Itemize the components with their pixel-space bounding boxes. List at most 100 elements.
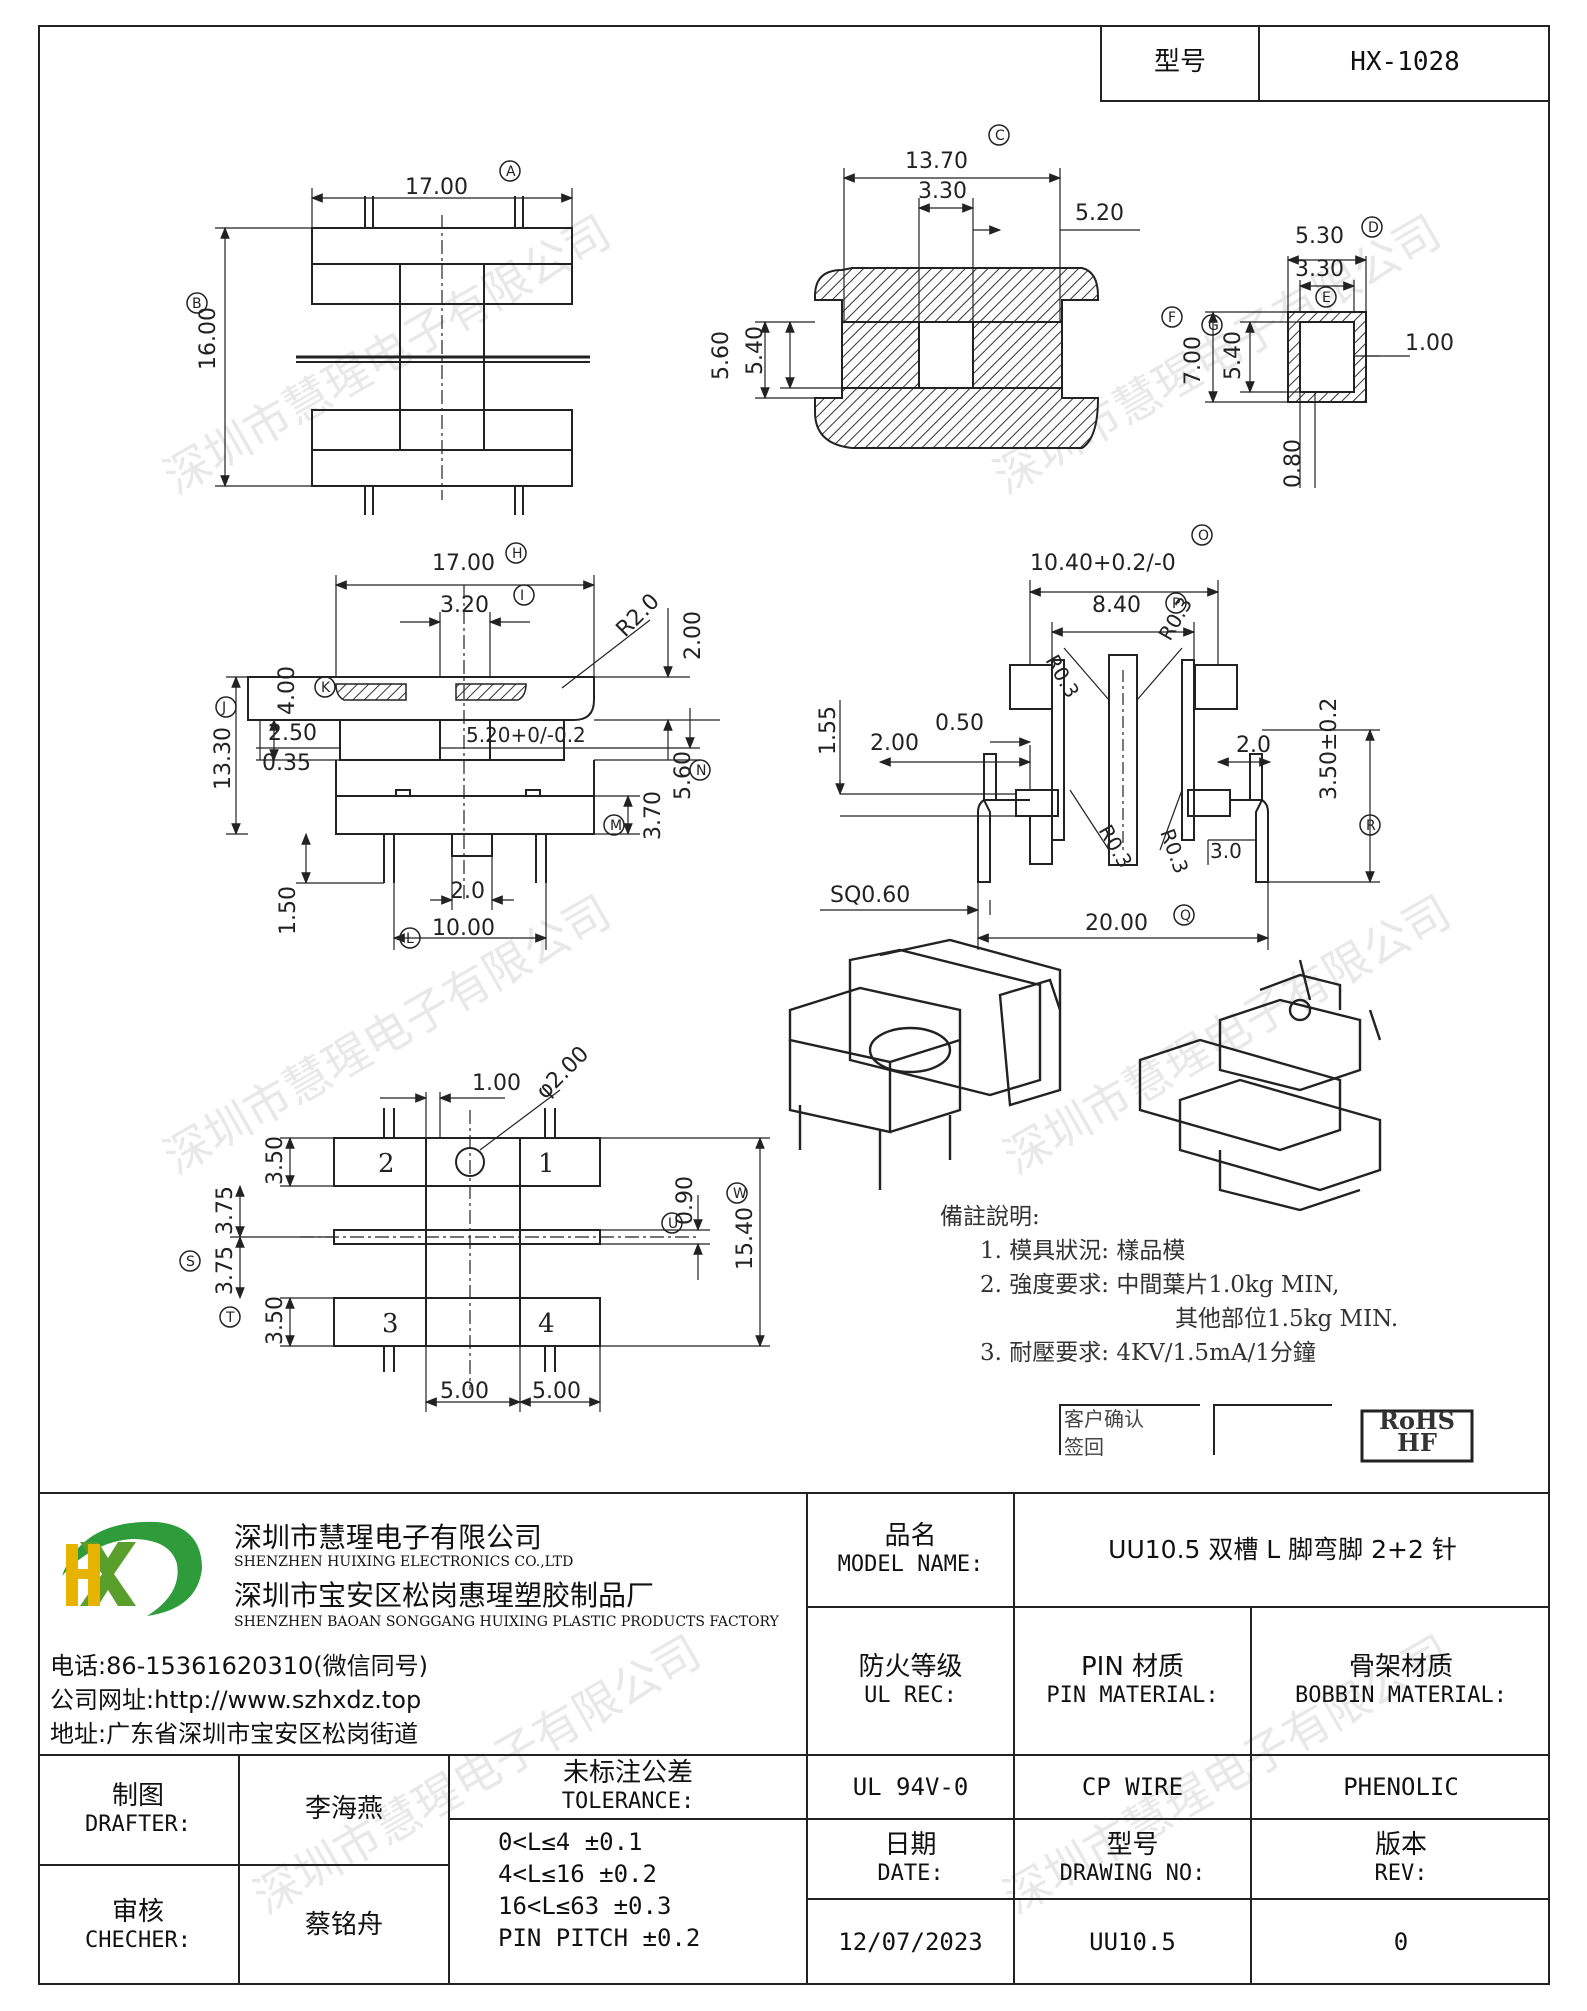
dim-v4-tol: 5.20+0/-0.2 xyxy=(466,723,586,747)
header-type-label: 型号 xyxy=(1153,46,1206,77)
dim-v4-m: 3.70 xyxy=(641,791,666,840)
tag-t: T xyxy=(225,1310,235,1326)
dim-v6-w: 15.40 xyxy=(733,1207,758,1270)
dim-v3-d: 5.30 xyxy=(1295,224,1344,249)
dim-v5-p: 8.40 xyxy=(1092,593,1141,618)
dim-v3-f: 7.00 xyxy=(1181,336,1206,385)
dim-v4-p150: 1.50 xyxy=(276,886,301,935)
note-line-1: 1. 模具狀況: 樣品模 xyxy=(980,1238,1186,1264)
tag-a: A xyxy=(506,164,516,180)
notes-title: 備註說明: xyxy=(940,1204,1040,1230)
model-name-label: 品名 MODEL NAME: xyxy=(837,1521,984,1578)
ul-value: UL 94V-0 xyxy=(852,1772,969,1801)
grid-line xyxy=(1013,1494,1015,1754)
company-website[interactable]: 公司网址:http://www.szhxdz.top xyxy=(50,1686,422,1714)
tolerance-line: PIN PITCH ±0.2 xyxy=(498,1924,701,1952)
isometric-view-1 xyxy=(788,938,1062,1190)
notes-block: 備註說明: 1. 模具狀況: 樣品模 2. 強度要求: 中間葉片1.0kg MI… xyxy=(940,1200,1500,1370)
dim-v4-r: R2.0 xyxy=(612,589,665,642)
dim-v2-d1: 3.30 xyxy=(918,179,967,204)
dim-v4-d250: 2.50 xyxy=(268,721,317,746)
tag-j: J xyxy=(221,700,226,716)
tolerance-list: 0<L≤4 ±0.1 4<L≤16 ±0.2 16<L≤63 ±0.3 PIN … xyxy=(498,1826,798,1954)
dim-v5-w30: 3.0 xyxy=(1210,839,1242,863)
note-line-2b: 其他部位1.5kg MIN. xyxy=(1175,1306,1399,1332)
dim-v3-t: 1.00 xyxy=(1405,331,1454,356)
checker-value: 蔡铭舟 xyxy=(304,1909,383,1940)
bobbin-material-value: PHENOLIC xyxy=(1343,1772,1459,1801)
tag-w: W xyxy=(733,1186,747,1202)
date-label: 日期 DATE: xyxy=(877,1830,944,1887)
dim-v5-w20: 2.0 xyxy=(1236,733,1271,758)
tag-k: K xyxy=(321,680,331,696)
tag-q: Q xyxy=(1180,908,1191,924)
dim-v1-b: 16.00 xyxy=(196,307,221,370)
tag-s: S xyxy=(186,1254,195,1270)
dim-v2-h1: 5.60 xyxy=(709,331,734,380)
view-pin-side xyxy=(820,580,1380,950)
note-line-3: 3. 耐壓要求: 4KV/1.5mA/1分鐘 xyxy=(980,1340,1316,1366)
company-block: HX 深圳市慧瑆电子有限公司 SHENZHEN HUIXING ELECTRON… xyxy=(38,1494,806,1754)
drafter-value: 李海燕 xyxy=(304,1794,383,1825)
rohs-stamp: RoHS HF xyxy=(1362,1409,1472,1457)
grid-line xyxy=(38,1864,448,1866)
company-logo xyxy=(62,1521,202,1616)
dim-v4-h: 17.00 xyxy=(432,551,495,576)
header-model-box: 型号 HX-1028 xyxy=(1100,25,1550,102)
tag-e: E xyxy=(1322,290,1331,306)
dim-v4-i: 3.20 xyxy=(440,593,489,618)
rev-value: 0 xyxy=(1393,1928,1409,1957)
tag-u: U xyxy=(668,1216,678,1232)
tag-i: I xyxy=(520,588,524,604)
dim-v4-d2: 2.00 xyxy=(681,611,706,660)
factory-name-cn: 深圳市宝安区松岗惠瑆塑胶制品厂 xyxy=(234,1579,655,1612)
dim-v4-d4: 4.00 xyxy=(275,666,300,715)
tolerance-line: 0<L≤4 ±0.1 xyxy=(498,1828,643,1856)
tolerance-line: 16<L≤63 ±0.3 xyxy=(498,1892,672,1920)
customer-stamp: 客户确认 签回 xyxy=(1064,1405,1144,1461)
tag-b: B xyxy=(192,296,202,312)
grid-line xyxy=(238,1754,240,1985)
isometric-view-2 xyxy=(1138,959,1382,1212)
dim-v3-b: 0.80 xyxy=(1281,439,1306,488)
view-section xyxy=(755,168,1140,449)
date-value: 12/07/2023 xyxy=(838,1928,983,1957)
company-name-cn: 深圳市慧瑆电子有限公司 xyxy=(234,1521,543,1554)
tag-circles xyxy=(179,124,1383,1328)
tag-c: C xyxy=(995,128,1005,144)
grid-line xyxy=(806,1606,1550,1608)
dim-v5-sq: SQ0.60 xyxy=(830,883,910,908)
pin-number-4: 4 xyxy=(538,1309,555,1339)
company-name-en: SHENZHEN HUIXING ELECTRONICS CO.,LTD xyxy=(234,1554,574,1570)
dim-v5-w050: 0.50 xyxy=(935,711,984,736)
pin-number-2: 2 xyxy=(378,1149,395,1179)
dim-v5-w200: 2.00 xyxy=(870,731,919,756)
dim-v5-pin: 3.50±0.2 xyxy=(1317,698,1342,800)
factory-name-en: SHENZHEN BAOAN SONGGANG HUIXING PLASTIC … xyxy=(234,1614,779,1630)
dim-v3-g: 5.40 xyxy=(1221,331,1246,380)
company-phone: 电话:86-15361620310(微信同号) xyxy=(50,1652,428,1680)
pin-material-value: CP WIRE xyxy=(1081,1772,1184,1801)
stamp-text-2: 签回 xyxy=(1064,1435,1104,1459)
dim-v2-h2: 5.40 xyxy=(743,326,768,375)
dim-v6-d375b: 3.75 xyxy=(213,1246,238,1295)
hf-text: HF xyxy=(1397,1428,1437,1457)
tag-g: G xyxy=(1208,318,1219,334)
ul-label: 防火等级 UL REC: xyxy=(858,1652,963,1709)
model-name-value: UU10.5 双槽 L 脚弯脚 2+2 针 xyxy=(1108,1535,1457,1564)
view-bottom xyxy=(230,1089,770,1412)
header-type-value: HX-1028 xyxy=(1350,46,1460,77)
dim-v5-o: 10.40+0.2/-0 xyxy=(1030,551,1176,576)
dim-v6-phi: φ2.00 xyxy=(532,1042,595,1105)
grid-line xyxy=(1250,1606,1252,1985)
company-address: 地址:广东省深圳市宝安区松岗街道 xyxy=(50,1720,419,1748)
tag-n: N xyxy=(696,763,706,779)
dim-v3-e: 3.30 xyxy=(1295,257,1344,282)
pin-number-3: 3 xyxy=(382,1309,399,1339)
dim-v5-q: 20.00 xyxy=(1085,911,1148,936)
dim-v6-d375a: 3.75 xyxy=(213,1186,238,1235)
grid-line xyxy=(806,1494,808,1985)
tolerance-line: 4<L≤16 ±0.2 xyxy=(498,1860,657,1888)
dim-v6-d350b: 3.50 xyxy=(263,1296,288,1345)
grid-line xyxy=(38,1754,1550,1756)
